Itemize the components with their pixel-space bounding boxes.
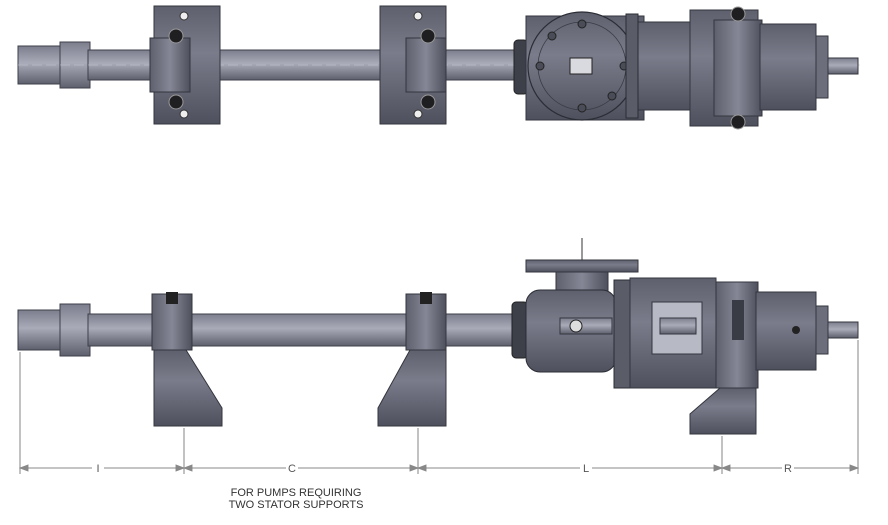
side-view: I C L R bbox=[17, 238, 860, 475]
bolt-icon bbox=[420, 94, 436, 110]
bolt-icon bbox=[413, 11, 423, 21]
flange-bolt-icon bbox=[577, 103, 587, 113]
flange-bolt-icon bbox=[547, 31, 557, 41]
flange-bolt-icon bbox=[535, 61, 545, 71]
flange-bolt-icon bbox=[577, 19, 587, 29]
flange-bolt-icon bbox=[607, 91, 617, 101]
bolt-icon bbox=[420, 28, 436, 44]
top-suction-housing bbox=[513, 11, 645, 121]
top-stator-support-2 bbox=[379, 5, 447, 125]
bolt-icon bbox=[168, 28, 184, 44]
dimension-label-i: I bbox=[96, 463, 99, 475]
bolt-icon bbox=[168, 94, 184, 110]
top-view bbox=[17, 5, 860, 130]
top-drive-end bbox=[625, 6, 859, 130]
dimension-label-l: L bbox=[583, 463, 589, 475]
bolt-icon bbox=[413, 109, 423, 119]
side-suction-housing bbox=[511, 238, 639, 373]
bolt-icon bbox=[730, 114, 746, 130]
dimension-label-r: R bbox=[784, 463, 792, 475]
note-line-2: TWO STATOR SUPPORTS bbox=[228, 499, 364, 511]
side-stator-support-1 bbox=[151, 292, 223, 427]
top-stator-support-1 bbox=[149, 5, 221, 125]
stator-supports-note: FOR PUMPS REQUIRING TWO STATOR SUPPORTS bbox=[196, 487, 396, 511]
side-stator-support-2 bbox=[377, 292, 447, 427]
note-line-1: FOR PUMPS REQUIRING bbox=[230, 487, 362, 499]
side-drive-housing bbox=[613, 277, 859, 435]
bolt-icon bbox=[730, 6, 746, 22]
side-stator-nozzle bbox=[17, 303, 91, 357]
bolt-icon bbox=[179, 109, 189, 119]
dimension-lines bbox=[18, 464, 860, 472]
bolt-icon bbox=[179, 11, 189, 21]
dimension-label-c: C bbox=[288, 463, 296, 475]
